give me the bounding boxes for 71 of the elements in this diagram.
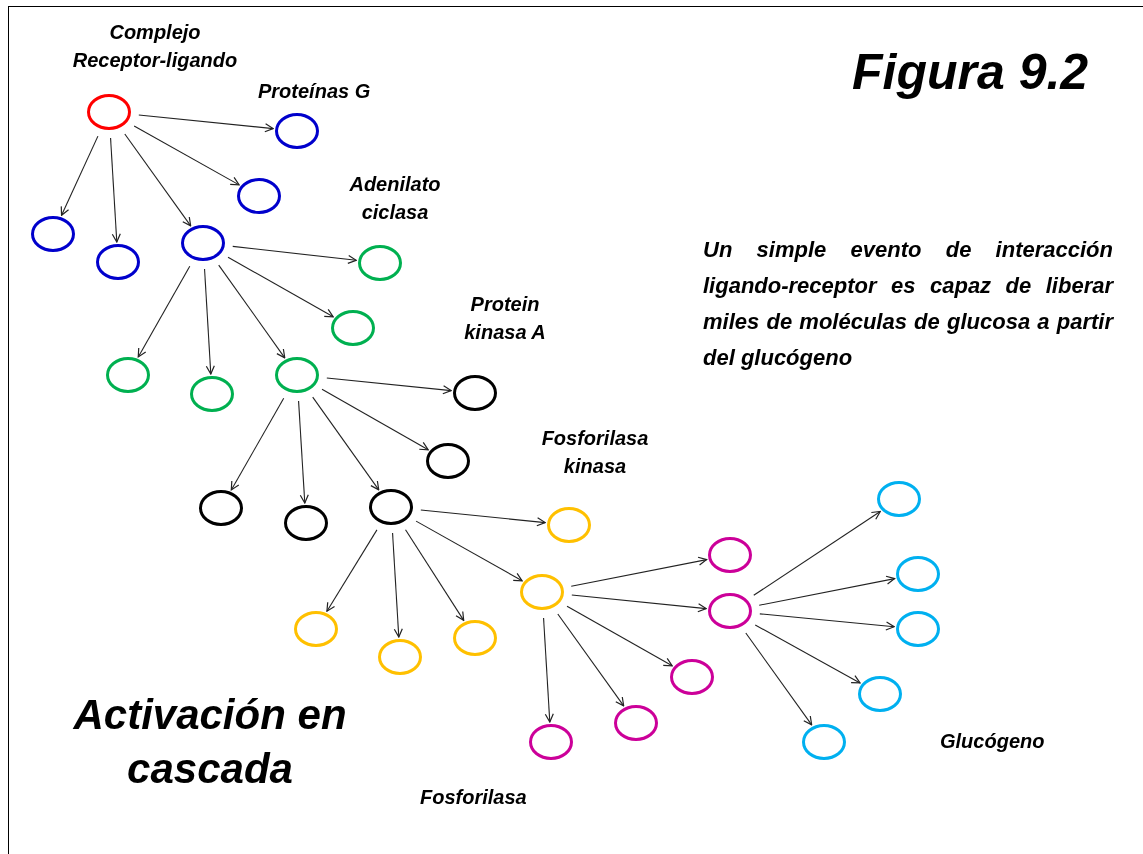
molecule-circle (670, 659, 714, 695)
arrow (312, 396, 380, 491)
arrow (321, 388, 429, 451)
molecule-circle (896, 611, 940, 647)
molecule-circle (453, 375, 497, 411)
arrow (298, 400, 309, 504)
arrow (124, 133, 192, 227)
molecule-circle (199, 490, 243, 526)
molecule-circle (87, 94, 131, 130)
description-text: Un simple evento de interacción ligando-receptor es capaz de liberar miles de moléculas de glucosa a partir del glucógeno (703, 236, 1113, 372)
molecule-circle (275, 113, 319, 149)
arrow (326, 529, 378, 612)
molecule-circle (858, 676, 902, 712)
arrow (745, 632, 813, 726)
molecule-circle (547, 507, 591, 543)
arrow (232, 245, 357, 264)
molecule-circle (106, 357, 150, 393)
molecule-circle (31, 216, 75, 252)
arrow (420, 509, 546, 527)
molecule-circle (708, 537, 752, 573)
molecule-circle (529, 724, 573, 760)
node-label: Protein kinasa A (463, 292, 547, 345)
molecule-circle (284, 505, 328, 541)
arrow (405, 529, 465, 621)
node-label: Complejo Receptor-ligando (71, 20, 239, 73)
node-label: Fosforilasa kinasa (540, 426, 650, 479)
arrow (543, 617, 554, 723)
molecule-circle (275, 357, 319, 393)
arrow (759, 613, 895, 631)
molecule-circle (378, 639, 422, 675)
molecule-circle (520, 574, 564, 610)
arrow (570, 556, 708, 587)
figure-title: Figura 9.2 (852, 43, 1089, 102)
arrow (138, 114, 274, 133)
arrow (110, 137, 121, 243)
arrow (326, 377, 452, 395)
molecule-circle (331, 310, 375, 346)
arrow (230, 397, 285, 491)
molecule-circle (802, 724, 846, 760)
arrow (218, 264, 286, 359)
molecule-circle (896, 556, 940, 592)
arrow (392, 532, 403, 638)
molecule-circle (294, 611, 338, 647)
arrow (571, 594, 707, 613)
arrow (753, 510, 881, 596)
arrow (758, 575, 896, 606)
molecule-circle (237, 178, 281, 214)
node-label: Fosforilasa (420, 785, 527, 810)
arrow (754, 624, 861, 684)
arrow (60, 135, 99, 216)
molecule-circle (453, 620, 497, 656)
molecule-circle (877, 481, 921, 517)
molecule-circle (181, 225, 225, 261)
arrow (557, 613, 625, 707)
molecule-circle (369, 489, 413, 525)
molecule-circle (708, 593, 752, 629)
heading: Activación en cascada (72, 690, 348, 794)
arrow (133, 125, 240, 186)
molecule-circle (614, 705, 658, 741)
arrow (415, 520, 523, 582)
molecule-circle (190, 376, 234, 412)
molecule-circle (358, 245, 402, 281)
node-label: Proteínas G (258, 79, 371, 104)
node-label: Adenilato ciclasa (348, 172, 442, 225)
arrow (137, 265, 191, 358)
arrow (204, 268, 215, 375)
arrow (566, 605, 673, 667)
molecule-circle (96, 244, 140, 280)
node-label: Glucógeno (940, 729, 1045, 754)
arrow (227, 256, 334, 318)
molecule-circle (426, 443, 470, 479)
